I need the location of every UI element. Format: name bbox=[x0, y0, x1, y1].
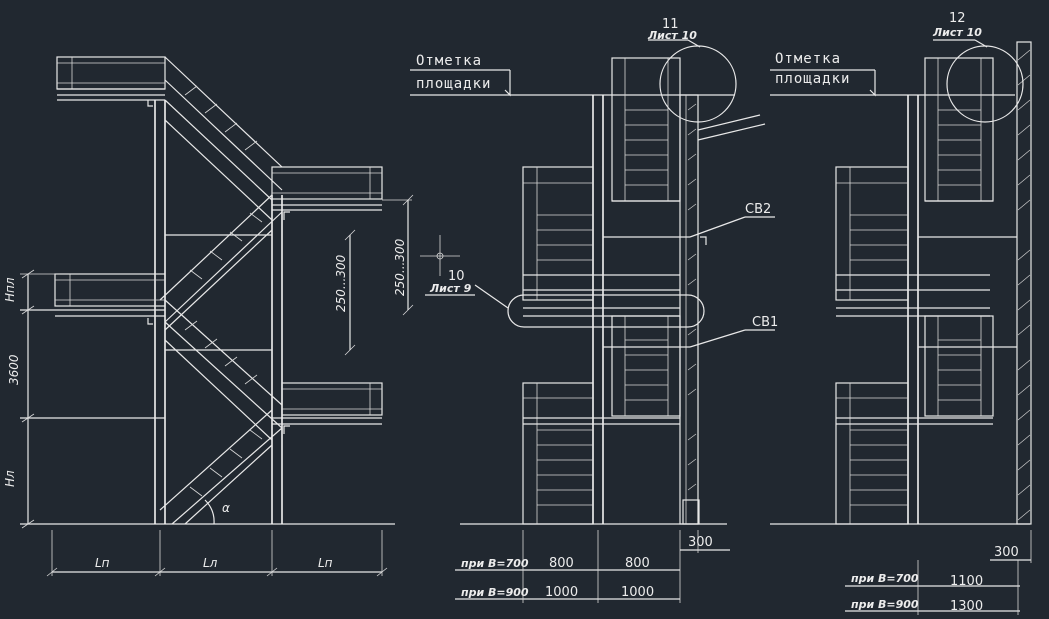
cb1-label: СВ1 bbox=[752, 315, 778, 330]
val-1000-2: 1000 bbox=[621, 585, 654, 600]
dim-l-l: Lл bbox=[203, 556, 218, 570]
dim-300-right: 300 bbox=[994, 545, 1019, 560]
row-b700-b: при В=700 bbox=[851, 572, 919, 585]
row-b900-a: при В=900 bbox=[461, 586, 529, 599]
dim-h-pl: Hпл bbox=[3, 277, 17, 302]
callout-11-num: 11 bbox=[662, 17, 679, 32]
cb2-label: СВ2 bbox=[745, 202, 771, 217]
callout-12-num: 12 bbox=[949, 11, 966, 26]
row-b700-a: при В=700 bbox=[461, 557, 529, 570]
dim-250-300-b: 250...300 bbox=[393, 238, 407, 296]
callout-11-sheet: Лист 10 bbox=[647, 29, 697, 42]
val-1100: 1100 bbox=[950, 574, 983, 589]
dim-3600: 3600 bbox=[7, 354, 21, 385]
dim-l-p1: Lп bbox=[95, 556, 110, 570]
level-label-a-line1: Отметка bbox=[416, 53, 482, 69]
level-label-a-line2: площадки bbox=[416, 76, 491, 92]
middle-elevation bbox=[410, 39, 775, 603]
left-elevation bbox=[20, 56, 414, 577]
callout-10-sheet: Лист 9 bbox=[429, 282, 472, 295]
row-b900-b: при В=900 bbox=[851, 598, 919, 611]
callout-12-sheet: Лист 10 bbox=[932, 26, 982, 39]
dim-h-l: Hл bbox=[3, 470, 17, 487]
level-label-b-line2: площадки bbox=[775, 71, 850, 87]
callout-10-num: 10 bbox=[448, 269, 465, 284]
angle-label: α bbox=[222, 501, 230, 515]
val-1300: 1300 bbox=[950, 599, 983, 614]
right-elevation bbox=[770, 39, 1032, 615]
val-1000-1: 1000 bbox=[545, 585, 578, 600]
dim-250-300-a: 250...300 bbox=[334, 254, 348, 312]
level-label-b-line1: Отметка bbox=[775, 51, 841, 67]
val-800-1: 800 bbox=[549, 556, 574, 571]
dim-300-mid: 300 bbox=[688, 535, 713, 550]
val-800-2: 800 bbox=[625, 556, 650, 571]
dim-l-p2: Lп bbox=[318, 556, 333, 570]
